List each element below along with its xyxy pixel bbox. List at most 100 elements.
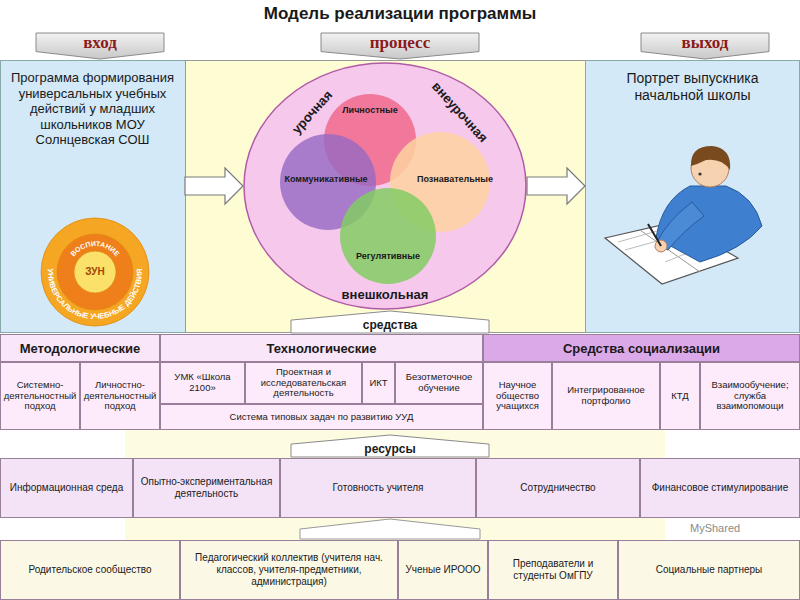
stage-banner: выход xyxy=(640,32,770,60)
ring-shape xyxy=(74,251,116,293)
panel-box: Портрет выпускника начальной школы xyxy=(585,60,800,332)
node-text: внешкольная xyxy=(342,287,429,302)
input-panel xyxy=(1,61,186,333)
circle-shape xyxy=(280,134,376,230)
node-text: Сотрудничество xyxy=(520,482,595,494)
header-cell: Методологические xyxy=(0,334,160,362)
table-cell: КТД xyxy=(660,362,700,430)
node-text: Проектная и исследовательская деятельнос… xyxy=(248,367,359,400)
node-text: ИКТ xyxy=(369,378,387,389)
node-text: процесс xyxy=(370,32,430,51)
banner-shape xyxy=(321,33,479,59)
node-text: Педагогический коллектив (учителя нач. к… xyxy=(183,552,395,588)
header-cell: Средства социализации xyxy=(483,334,800,362)
node-shape xyxy=(243,62,527,310)
node-text: Взаимообучение; служба взаимопомощи xyxy=(703,380,797,413)
node-text: КТД xyxy=(671,391,688,402)
node-text: Преподаватели и студенты ОмГПУ xyxy=(491,558,615,582)
process-circle: урочная внеурочная внешкольная ЛичностныеКо… xyxy=(243,62,527,310)
ring-circle: УНИВЕРСАЛЬНЫЕ УЧЕБНЫЕ ДЕЙСТВИЯВОСПИТАНИЕ… xyxy=(40,217,150,327)
table-cell: Безотметочное обучение xyxy=(395,362,483,404)
node-text: Регулятивные xyxy=(356,251,420,261)
banner-shape xyxy=(641,33,769,59)
node-text: урочная xyxy=(289,87,336,136)
node-text: ЗУН xyxy=(85,266,104,278)
node-text: УМК «Школа 2100» xyxy=(163,372,242,394)
node-text: Опытно-экспериментальная деятельность xyxy=(136,476,277,500)
up-arrow xyxy=(300,519,480,539)
resource-cell: Сотрудничество xyxy=(476,458,640,518)
node-text: Системно-деятельностный подход xyxy=(3,380,77,413)
node-text: Ученые ИРООО xyxy=(405,564,480,576)
stage-banner: процесс xyxy=(320,32,480,60)
banner-shape xyxy=(291,311,489,333)
block-arrow xyxy=(185,168,243,204)
node-text: средства xyxy=(363,319,418,334)
node-text: Методологические xyxy=(20,341,141,356)
uud-circle: Коммуникативные xyxy=(280,134,376,230)
node-text: Научное общество учащихся xyxy=(486,380,549,413)
node-text: Портрет выпускника начальной школы xyxy=(593,70,792,104)
table-cell: ИКТ xyxy=(362,362,395,404)
table-cell: Научное общество учащихся xyxy=(483,362,552,430)
node-shape xyxy=(340,188,436,284)
node-text: Интегрированное портфолио xyxy=(555,385,657,407)
partner-cell: Социальные партнеры xyxy=(618,540,800,600)
header-cell: Технологические xyxy=(160,334,483,362)
means-banner: ресурсы xyxy=(290,434,490,458)
node-text: Программа формирования универсальных уче… xyxy=(8,70,177,148)
node-text: выход xyxy=(682,32,729,51)
ring-text: ВОСПИТАНИЕ xyxy=(69,240,121,258)
node-text: вход xyxy=(83,32,117,51)
table-cell: Системно-деятельностный подход xyxy=(0,362,80,430)
table-cell: Проектная и исследовательская деятельнос… xyxy=(245,362,362,404)
node-text: Технологические xyxy=(266,341,376,356)
process-panel xyxy=(186,61,586,333)
resource-cell: Готовность учителя xyxy=(280,458,476,518)
ring-shape xyxy=(41,218,149,326)
node-text: Готовность учителя xyxy=(333,482,424,494)
ring-circle: ВОСПИТАНИЕ ЗУН xyxy=(56,233,134,311)
uud-circle: Регулятивные xyxy=(340,188,436,284)
uud-circle: Личностные xyxy=(324,94,416,186)
node-text: Родительское сообщество xyxy=(28,564,151,576)
node-text: Познавательные xyxy=(417,174,493,184)
table-cell: Личностно-деятельностный подход xyxy=(80,362,160,430)
watermark: MyShared xyxy=(690,522,740,534)
table-cell: Взаимообучение; служба взаимопомощи xyxy=(700,362,800,430)
node-text: Система типовых задач по развитию УУД xyxy=(230,412,414,423)
node-text: Личностные xyxy=(342,105,397,115)
output-panel xyxy=(586,61,800,333)
circle-shape xyxy=(324,94,416,186)
means-banner: средства xyxy=(290,310,490,334)
table-cell: Интегрированное портфолио xyxy=(552,362,660,430)
node-text: Информационная среда xyxy=(10,482,123,494)
circle-shape xyxy=(340,188,436,284)
node-text: Безотметочное обучение xyxy=(398,372,480,394)
panel-box: Программа формирования универсальных уче… xyxy=(0,60,185,332)
node-text: Личностно-деятельностный подход xyxy=(83,380,157,413)
node-text: внеурочная xyxy=(429,79,491,145)
uud-circle: Познавательные xyxy=(390,132,490,232)
pupil-illustration xyxy=(605,146,762,284)
block-arrow xyxy=(527,168,585,204)
table-cell: УМК «Школа 2100» xyxy=(160,362,245,404)
partner-cell: Родительское сообщество xyxy=(0,540,180,600)
circle-shape xyxy=(244,63,526,309)
node-text: Коммуникативные xyxy=(284,174,367,184)
stage-banner: вход xyxy=(35,32,165,60)
resource-cell: Финансовое стимулирование xyxy=(640,458,800,518)
table-cell: Система типовых задач по развитию УУД xyxy=(160,404,483,430)
partner-cell: Ученые ИРООО xyxy=(398,540,488,600)
node-text: Средства социализации xyxy=(563,341,720,356)
resource-cell: Информационная среда xyxy=(0,458,133,518)
resource-cell: Опытно-экспериментальная деятельность xyxy=(133,458,280,518)
ring-circle: ЗУН xyxy=(73,250,117,294)
banner-shape xyxy=(36,33,164,59)
node-text: Финансовое стимулирование xyxy=(652,482,788,494)
ring-shape xyxy=(57,234,133,310)
banner-shape xyxy=(291,435,489,457)
partner-cell: Педагогический коллектив (учителя нач. к… xyxy=(180,540,398,600)
